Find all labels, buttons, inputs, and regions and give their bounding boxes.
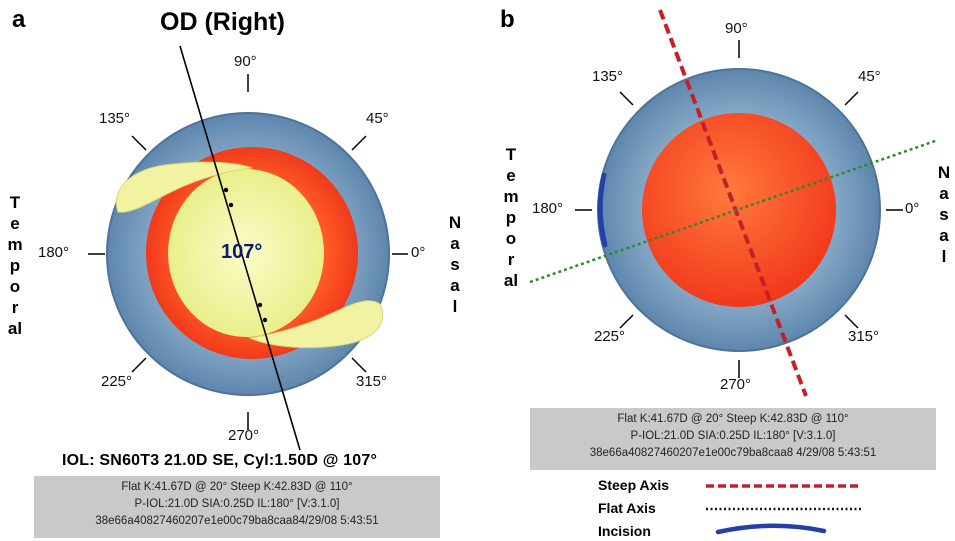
panel-a-label-270: 270° bbox=[228, 427, 260, 444]
legend-steep-label: Steep Axis bbox=[598, 477, 670, 493]
panel-a-label-315: 315° bbox=[356, 373, 388, 390]
panel-b-label-315: 315° bbox=[848, 328, 880, 345]
panel-a-label-45: 45° bbox=[366, 110, 389, 127]
legend-incision-label: Incision bbox=[598, 523, 651, 539]
panel-a-info-line-1: Flat K:41.67D @ 20° Steep K:42.83D @ 110… bbox=[121, 481, 353, 493]
panel-a-label-180: 180° bbox=[38, 244, 70, 261]
panel-b-info-line-1: Flat K:41.67D @ 20° Steep K:42.83D @ 110… bbox=[617, 413, 849, 425]
panel-b-label-135: 135° bbox=[592, 68, 624, 85]
panel-b-label-225: 225° bbox=[594, 328, 626, 345]
panel-b-lens bbox=[642, 113, 836, 307]
panel-b-label-45: 45° bbox=[858, 68, 881, 85]
panel-b-label-0: 0° bbox=[905, 200, 920, 217]
panel-a-label-0: 0° bbox=[411, 244, 426, 261]
panel-b-label-270: 270° bbox=[720, 376, 752, 393]
panel-a-info-line-2: P-IOL:21.0D SIA:0.25D IL:180° [V:3.1.0] bbox=[134, 498, 340, 510]
panel-a-tick-135 bbox=[131, 135, 147, 151]
panel-a-info-line-3: 38e66a40827460207e1e00c79ba8caa84/29/08 … bbox=[95, 515, 379, 527]
panel-b-info-line-2: P-IOL:21.0D SIA:0.25D IL:180° [V:3.1.0] bbox=[630, 430, 836, 442]
panel-a-tick-225 bbox=[131, 357, 147, 373]
panel-a-eye-diagram bbox=[88, 45, 408, 451]
panel-a-title: OD (Right) bbox=[160, 8, 285, 36]
panel-b-label-180: 180° bbox=[532, 200, 564, 217]
legend-swatches bbox=[706, 484, 862, 535]
panel-a-center-angle: 107° bbox=[221, 241, 263, 263]
panel-a-tick-45 bbox=[351, 135, 367, 151]
panel-a-tick-315 bbox=[351, 357, 367, 373]
panel-b-info-line-3: 38e66a40827460207e1e00c79ba8caa8 4/29/08… bbox=[589, 447, 877, 459]
panel-a-label-90: 90° bbox=[234, 53, 257, 70]
panel-a-info-box: Flat K:41.67D @ 20° Steep K:42.83D @ 110… bbox=[34, 476, 440, 538]
legend-incision-swatch bbox=[715, 523, 827, 535]
panel-a-letter: a bbox=[12, 6, 26, 33]
panel-b-flat-axis-line bbox=[529, 138, 939, 284]
panel-b-info-box: Flat K:41.67D @ 20° Steep K:42.83D @ 110… bbox=[530, 408, 936, 470]
legend-flat-label: Flat Axis bbox=[598, 500, 656, 516]
panel-a-label-135: 135° bbox=[99, 110, 131, 127]
panel-b-letter: b bbox=[500, 6, 515, 33]
panel-a-axis-line bbox=[179, 45, 301, 451]
panel-b-label-90: 90° bbox=[725, 20, 748, 37]
panel-a-iol-line: IOL: SN60T3 21.0D SE, Cyl:1.50D @ 107° bbox=[62, 452, 378, 469]
panel-b-eye-diagram bbox=[529, 9, 939, 397]
panel-a-label-225: 225° bbox=[101, 373, 133, 390]
panel-b-steep-axis-line bbox=[658, 9, 808, 397]
panel-a-haptic-top bbox=[115, 161, 253, 213]
panel-a-haptic-bottom bbox=[248, 300, 384, 349]
panel-a-optic bbox=[168, 169, 324, 337]
panel-b-incision-mark bbox=[597, 172, 608, 248]
